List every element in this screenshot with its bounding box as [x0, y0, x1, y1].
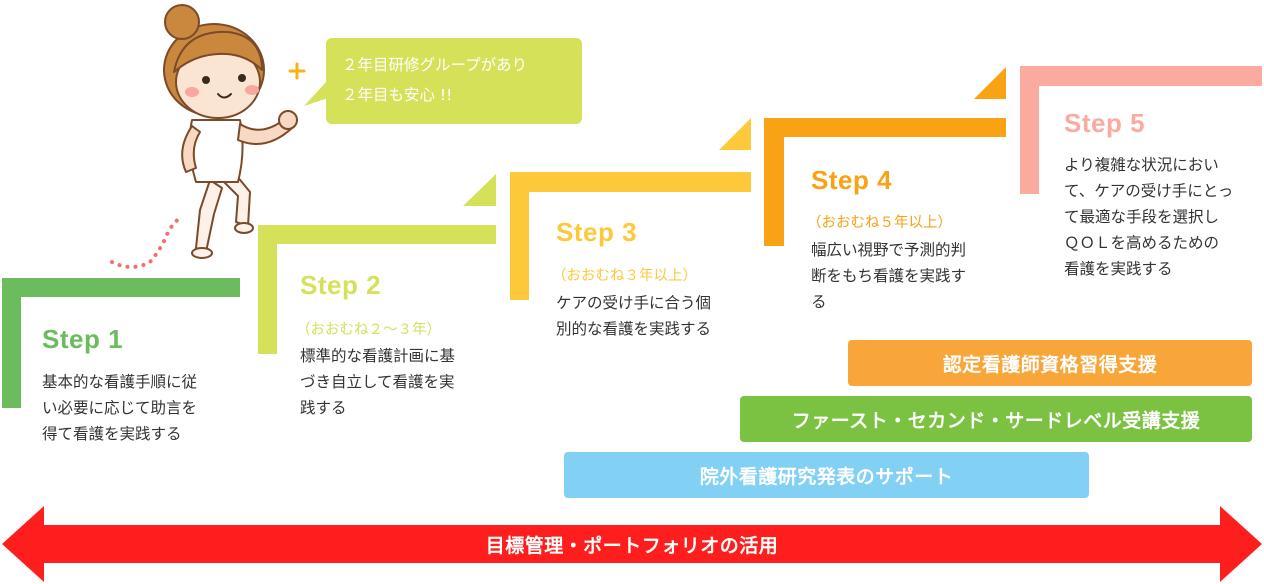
support-bar-research-presentation: 院外看護研究発表のサポート: [564, 452, 1089, 498]
desc-line: い必要に応じて助言を: [42, 399, 198, 417]
step-4-description: 幅広い視野で予測的判 断をもち看護を実践す る: [811, 237, 1021, 315]
bubble-line-2: ２年目も安心 !!: [342, 86, 453, 104]
step-title: Step 5: [1064, 108, 1146, 138]
motion-trail: [110, 216, 182, 269]
step-4: Step 4: [811, 165, 892, 196]
desc-line: 践する: [300, 399, 347, 417]
desc-line: ケアの受け手に合う個: [556, 294, 712, 312]
support-bar-level-training: ファースト・セカンド・サードレベル受講支援: [740, 396, 1252, 442]
step-2-subtitle: （おおむね２〜３年）: [296, 322, 441, 338]
step-title: Step 3: [556, 217, 638, 247]
desc-line: ＱＯＬを高めるための: [1064, 234, 1220, 252]
desc-line: 断をもち看護を実践す: [811, 267, 967, 285]
step-3-description: ケアの受け手に合う個 別的な看護を実践する: [556, 290, 766, 342]
step3-shape: [510, 172, 751, 300]
step-5-description: より複雑な状況におい て、ケアの受け手にとっ て最適な手段を選択し ＱＯＬを高め…: [1064, 152, 1264, 282]
desc-line: 得て看護を実践する: [42, 425, 182, 443]
step-title: Step 1: [42, 324, 124, 354]
step-1: Step 1: [42, 324, 123, 355]
step3-triangle: [719, 118, 751, 150]
desc-line: 標準的な看護計画に基: [300, 347, 456, 365]
step-title: Step 4: [811, 165, 893, 195]
step5-shape: [1020, 66, 1262, 194]
bubble-line-1: ２年目研修グループがあり: [342, 56, 528, 74]
step-1-description: 基本的な看護手順に従 い必要に応じて助言を 得て看護を実践する: [42, 369, 252, 447]
bubble-tail: [304, 80, 328, 106]
double-arrow-shape: [2, 506, 1262, 582]
step4-shape: [764, 118, 1006, 246]
step4-triangle: [974, 67, 1006, 99]
nurse-illustration: [163, 4, 298, 259]
step-3: Step 3: [556, 217, 637, 248]
step-3-subtitle: （おおむね３年以上）: [552, 268, 697, 284]
desc-line: 看護を実践する: [1064, 260, 1173, 278]
desc-line: 基本的な看護手順に従: [42, 373, 198, 391]
nurse-face-details: [185, 74, 259, 99]
desc-line: 幅広い視野で予測的判: [811, 241, 967, 259]
support-bar-certified-nurse: 認定看護師資格習得支援: [848, 340, 1252, 386]
step-2: Step 2: [300, 270, 381, 301]
desc-line: づき自立して看護を実: [300, 373, 455, 391]
step1-shape: [2, 278, 240, 408]
double-arrow: [2, 506, 1262, 582]
sparkle-icon: [288, 62, 306, 80]
step-4-subtitle: （おおむね５年以上）: [807, 215, 952, 231]
step2-triangle: [463, 174, 496, 206]
step-5: Step 5: [1064, 108, 1145, 139]
step-2-description: 標準的な看護計画に基 づき自立して看護を実 践する: [300, 343, 510, 421]
arrow-label: 目標管理・ポートフォリオの活用: [485, 534, 779, 557]
step2-shape: [258, 225, 496, 354]
desc-line: て最適な手段を選択し: [1064, 208, 1220, 226]
desc-line: る: [811, 293, 827, 311]
speech-bubble: ２年目研修グループがあり ２年目も安心 !!: [326, 38, 582, 124]
desc-line: て、ケアの受け手にとっ: [1064, 182, 1234, 200]
desc-line: より複雑な状況におい: [1064, 156, 1219, 174]
step-title: Step 2: [300, 270, 382, 300]
desc-line: 別的な看護を実践する: [556, 320, 712, 338]
